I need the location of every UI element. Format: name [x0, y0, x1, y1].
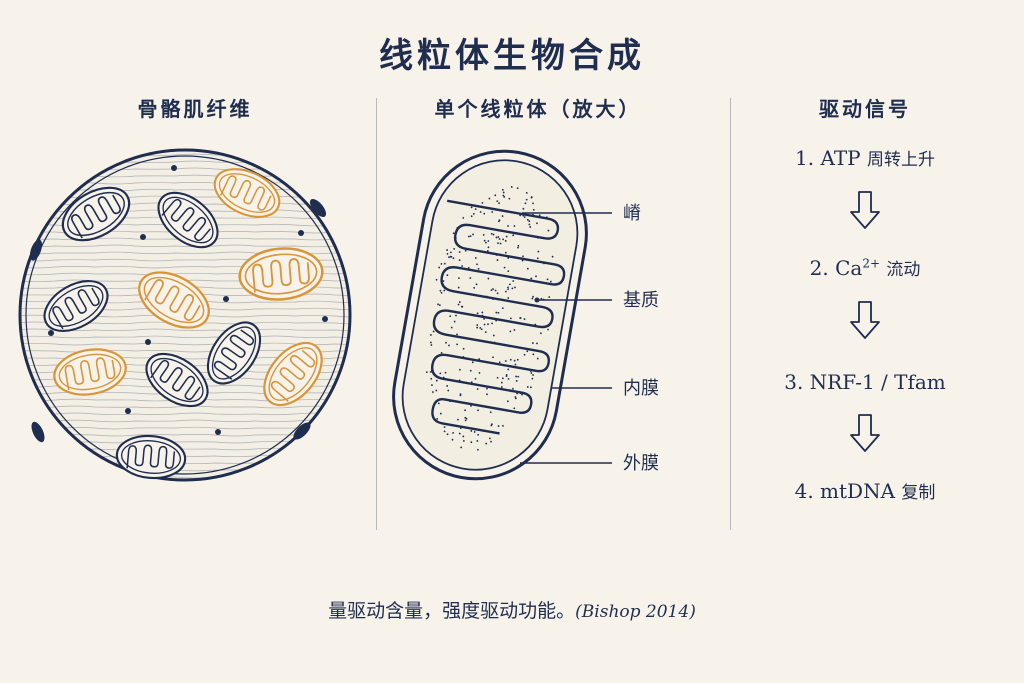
step-4: 4. mtDNA 复制	[794, 479, 936, 503]
footer-caption: 量驱动含量，强度驱动功能。(Bishop 2014)	[0, 596, 1024, 623]
step-1: 1. ATP 周转上升	[795, 146, 935, 170]
muscle-fiber-illustration	[18, 148, 352, 482]
step-2: 2. Ca2+ 流动	[809, 256, 921, 280]
label-matrix: 基质	[623, 290, 659, 311]
divider-right	[730, 98, 731, 530]
footer-citation: (Bishop 2014)	[575, 602, 696, 622]
panel-title-signals: 驱动信号	[819, 97, 911, 121]
label-cristae: 嵴	[623, 203, 641, 224]
label-outer-membrane: 外膜	[623, 453, 659, 474]
label-inner-membrane: 内膜	[623, 378, 659, 399]
divider-left	[376, 98, 377, 530]
page-title: 线粒体生物合成	[379, 36, 645, 76]
mitochondrion-illustration: 嵴 基质 内膜 外膜	[392, 149, 659, 481]
down-arrow-icon	[850, 191, 880, 229]
down-arrow-icon	[850, 301, 880, 339]
step-3: 3. NRF-1 / Tfam	[784, 370, 946, 394]
footer-text: 量驱动含量，强度驱动功能。	[328, 600, 576, 622]
panel-title-mitochondrion: 单个线粒体（放大）	[434, 97, 642, 121]
down-arrow-icon	[850, 414, 880, 452]
panel-title-fiber: 骨骼肌纤维	[137, 97, 253, 121]
